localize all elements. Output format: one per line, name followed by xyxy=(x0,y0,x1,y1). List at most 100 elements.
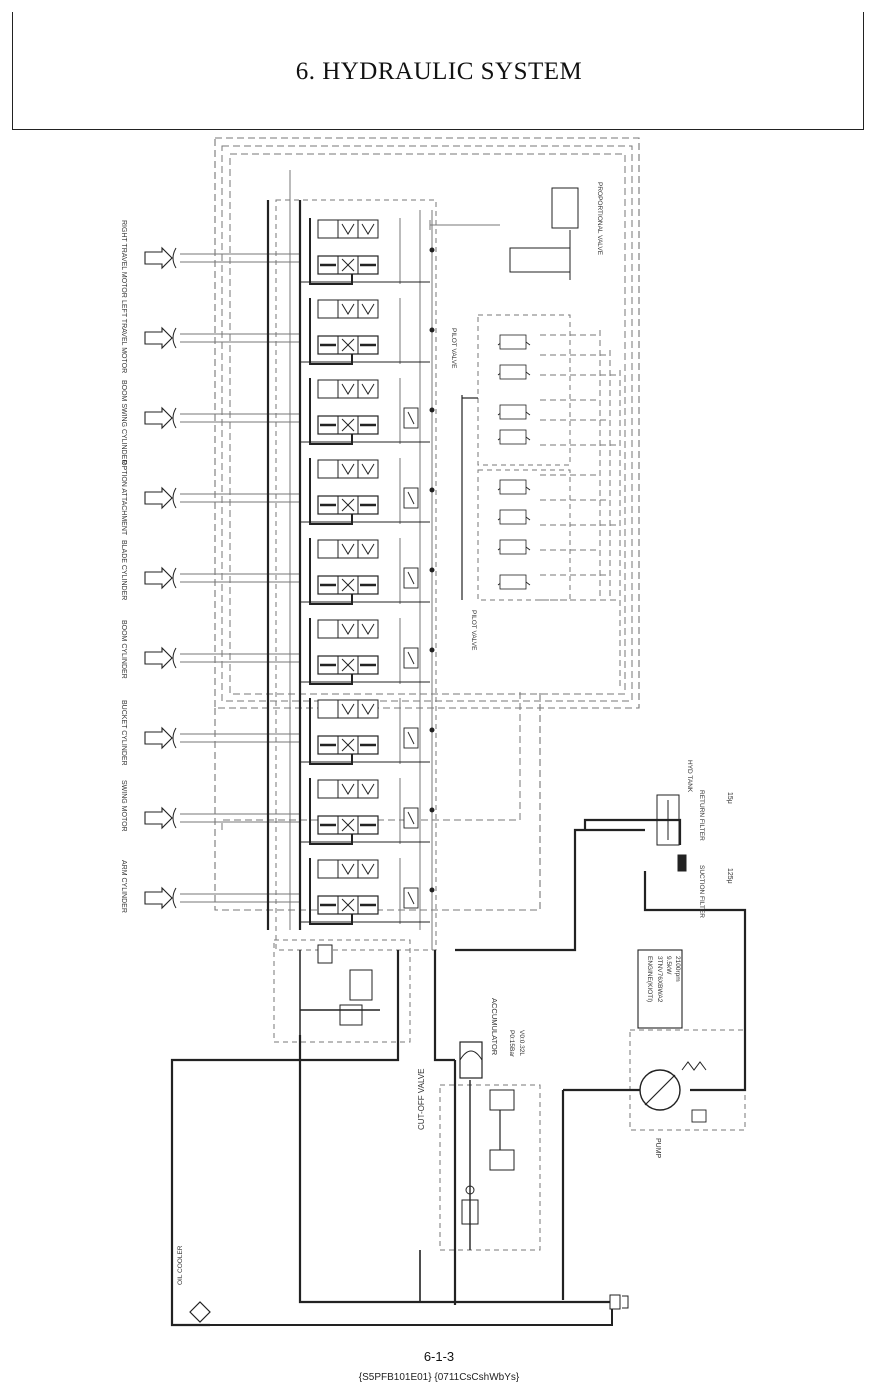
accumulator-icon xyxy=(459,1041,483,1079)
spool-check xyxy=(361,543,375,555)
gallery-line xyxy=(309,218,353,285)
pilot-valve-element xyxy=(499,429,527,445)
relief-spring xyxy=(407,731,415,745)
spool-cross xyxy=(341,258,355,272)
return-filter-label: RETURN FILTER xyxy=(698,790,705,841)
valve-spool xyxy=(317,859,379,879)
main-pressure-line xyxy=(433,950,455,1062)
pilot-valve-element xyxy=(499,574,527,590)
relief-spring xyxy=(407,651,415,665)
spool-check xyxy=(361,463,375,475)
hose-symbol xyxy=(172,727,177,749)
main-return-line xyxy=(298,1035,610,1304)
engine-label: ENGINE(KIOTI) xyxy=(646,956,653,1002)
hydraulic-schematic: RIGHT TRAVEL MOTOR LEFT TRAVEL MOTOR BOOM … xyxy=(120,137,747,1327)
inlet-section xyxy=(273,939,411,1043)
pilot-valve-block xyxy=(477,314,571,466)
spool-cross xyxy=(341,338,355,352)
valve-spool xyxy=(317,699,379,719)
actuator-arrow-icon xyxy=(144,566,173,590)
port-dot xyxy=(429,327,435,333)
actuator-arrow-icon xyxy=(144,806,173,830)
spool-check xyxy=(341,303,355,315)
pilot-valve-block xyxy=(477,469,571,601)
actuator-arrow-icon xyxy=(144,886,173,910)
accumulator-label: ACCUMULATOR xyxy=(490,998,499,1056)
main-suction-line xyxy=(643,871,747,1092)
relief-spring xyxy=(407,891,415,905)
actuator-arrow-icon xyxy=(144,726,173,750)
pump-regulator xyxy=(691,1109,707,1123)
cut-off-valve-block xyxy=(439,1084,541,1251)
pilot-boundary xyxy=(229,153,626,695)
port-dot xyxy=(429,407,435,413)
spool-check xyxy=(341,623,355,635)
port-dot xyxy=(429,487,435,493)
actuator-arrow-icon xyxy=(144,326,173,350)
valve-spool xyxy=(317,459,379,479)
spool-cross xyxy=(341,738,355,752)
relief-spring xyxy=(407,571,415,585)
suction-filter xyxy=(677,854,687,872)
pilot-valve-element xyxy=(499,539,527,555)
page-number: 6-1-3 xyxy=(423,1349,455,1364)
spool-check xyxy=(341,863,355,875)
accumulator-icon xyxy=(459,1050,483,1061)
relief-spring xyxy=(407,811,415,825)
main-return-line xyxy=(583,818,682,845)
gallery-line xyxy=(309,538,353,605)
pilot-valve-label: PILOT VALVE xyxy=(470,610,477,651)
hose-symbol xyxy=(172,567,177,589)
spool-check xyxy=(361,383,375,395)
spool-check xyxy=(361,623,375,635)
proportional-valve xyxy=(509,247,571,273)
actuator-arrow-icon xyxy=(144,246,173,270)
port-dot xyxy=(429,567,435,573)
hose-symbol xyxy=(172,407,177,429)
pilot-valve-element xyxy=(499,404,527,420)
inlet-relief-valve xyxy=(317,944,333,964)
inlet-relief-valve xyxy=(339,1004,363,1026)
oil-cooler-icon xyxy=(189,1301,211,1323)
spool-cross xyxy=(341,818,355,832)
pilot-valve-element xyxy=(499,509,527,525)
spool-cross xyxy=(341,578,355,592)
actuator-label: BOOM SWING CYLINDER xyxy=(120,380,127,464)
port-dot xyxy=(429,807,435,813)
cut-off-valve-label: CUT-OFF VALVE xyxy=(417,1069,426,1131)
cut-off-spool xyxy=(489,1089,515,1111)
pilot-boundary xyxy=(221,145,633,702)
actuator-label: RIGHT TRAVEL MOTOR xyxy=(120,220,127,298)
actuator-label: LEFT TRAVEL MOTOR xyxy=(120,300,127,373)
actuator-label: BOOM CYLINDER xyxy=(120,620,127,679)
proportional-valve xyxy=(551,187,579,229)
valve-spool xyxy=(317,619,379,639)
port-dot xyxy=(429,247,435,253)
inlet-relief-valve xyxy=(349,969,373,1001)
suction-filter-rating: 125μ xyxy=(726,868,733,884)
gallery-line xyxy=(309,378,353,445)
spool-check xyxy=(341,783,355,795)
actuator-arrow-icon xyxy=(144,646,173,670)
port-dot xyxy=(429,887,435,893)
spool-cross xyxy=(341,418,355,432)
actuator-label: ARM CYLINDER xyxy=(120,860,127,913)
pilot-valve-element xyxy=(499,364,527,380)
oil-cooler-label: OIL COOLER xyxy=(177,1245,184,1285)
spool-check xyxy=(361,223,375,235)
port-dot xyxy=(429,647,435,653)
engine-power-label: 9.5kW xyxy=(665,956,672,975)
gallery-line xyxy=(309,858,353,925)
actuator-label: BUCKET CYLINDER xyxy=(120,700,127,766)
spool-check xyxy=(341,543,355,555)
actuator-label: BLADE CYLINDER xyxy=(120,540,127,600)
spool-check xyxy=(341,463,355,475)
actuator-label: OPTION ATTACHMENT xyxy=(120,460,127,536)
engine-speed-label: 2100rpm xyxy=(674,956,681,982)
pump-spring xyxy=(681,1061,707,1071)
accumulator-v0: V0:0.32L xyxy=(518,1030,525,1056)
hose-symbol xyxy=(172,247,177,269)
spool-cross xyxy=(341,898,355,912)
hose-symbol xyxy=(172,647,177,669)
return-filter-rating: 15μ xyxy=(726,792,733,804)
